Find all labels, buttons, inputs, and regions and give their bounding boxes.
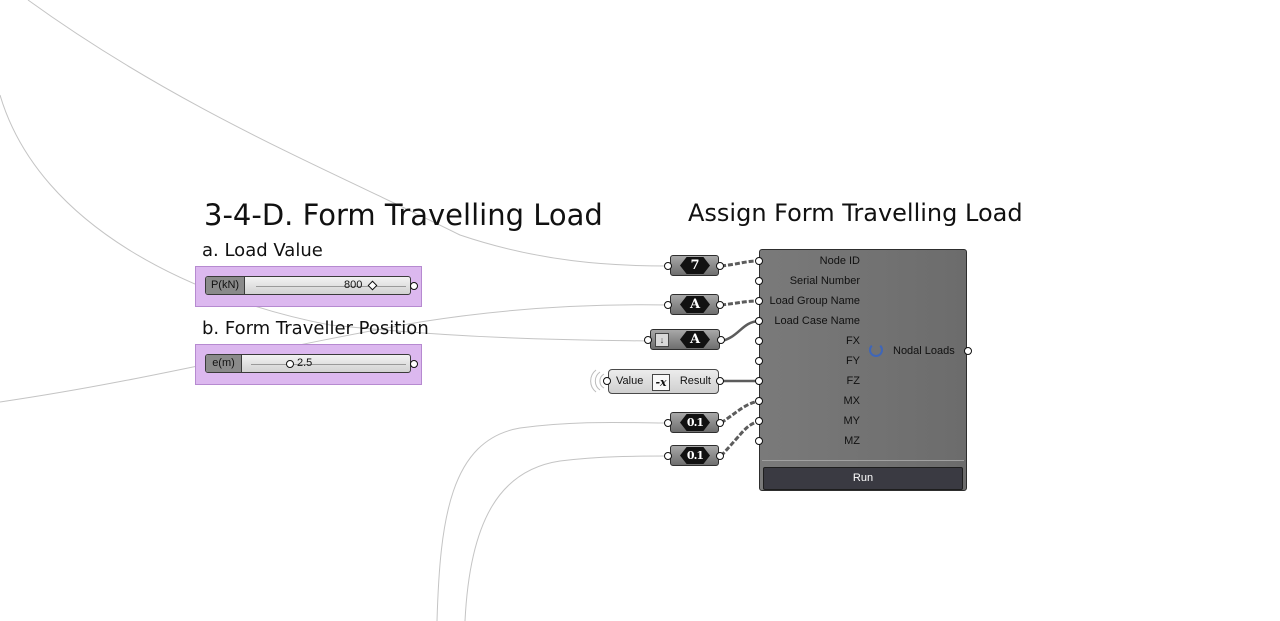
- output-port[interactable]: [716, 419, 724, 427]
- input-port[interactable]: [755, 257, 763, 265]
- input-label-fx: FX: [845, 335, 860, 347]
- output-port[interactable]: [716, 262, 724, 270]
- function-x-icon: -x: [652, 374, 670, 391]
- position-slider-value: 2.5: [297, 357, 313, 369]
- input-label-node-id: Node ID: [819, 255, 860, 267]
- slider-track: [256, 286, 406, 287]
- load-slider-value: 800: [344, 279, 363, 291]
- input-port[interactable]: [603, 377, 611, 385]
- wire-stub: [599, 373, 605, 389]
- position-slider[interactable]: e(m) 2.5: [205, 354, 411, 373]
- input-port[interactable]: [755, 337, 763, 345]
- wire-dashed: [720, 299, 760, 307]
- load-case-param[interactable]: ↓ A: [650, 329, 720, 350]
- input-port[interactable]: [755, 357, 763, 365]
- wire-stub: [590, 369, 597, 393]
- wire-curve: [0, 304, 670, 403]
- number-param-icon: 0.1: [680, 414, 710, 431]
- expression-input-label: Value: [616, 375, 644, 387]
- load-slider-label: P(kN): [206, 277, 245, 294]
- text-param-icon: A: [680, 296, 710, 313]
- divider: [762, 460, 964, 461]
- output-label-nodal-loads: Nodal Loads: [893, 345, 955, 357]
- assign-load-component[interactable]: Node ID Serial Number Load Group Name Lo…: [759, 249, 967, 491]
- position-slider-label: e(m): [206, 355, 242, 372]
- assign-title: Assign Form Travelling Load: [688, 199, 1023, 227]
- download-arrow-icon: ↓: [655, 333, 669, 347]
- input-port[interactable]: [664, 419, 672, 427]
- wire-dashed: [720, 259, 760, 268]
- wire-curve: [27, 0, 669, 267]
- input-port[interactable]: [755, 317, 763, 325]
- input-port[interactable]: [755, 397, 763, 405]
- run-button[interactable]: Run: [763, 467, 963, 490]
- wire-solid: [721, 319, 760, 343]
- input-label-my: MY: [843, 415, 861, 427]
- output-port[interactable]: [964, 347, 972, 355]
- wire-curve: [0, 94, 651, 342]
- wire-dashed: [720, 399, 760, 425]
- wire-stub: [594, 371, 601, 391]
- load-slider[interactable]: P(kN) 800: [205, 276, 411, 295]
- load-value-label: a. Load Value: [202, 240, 323, 261]
- node-id-param[interactable]: 7: [670, 255, 719, 276]
- wire-dashed: [719, 419, 760, 458]
- my-param[interactable]: 0.1: [670, 412, 719, 433]
- output-port[interactable]: [716, 301, 724, 309]
- input-label-fz: FZ: [846, 375, 860, 387]
- output-port[interactable]: [717, 336, 725, 344]
- number-param-icon: 0.1: [680, 447, 710, 464]
- expression-output-label: Result: [679, 375, 711, 387]
- input-port[interactable]: [664, 301, 672, 309]
- output-port[interactable]: [410, 282, 418, 290]
- wire-curve: [464, 455, 670, 621]
- input-port[interactable]: [755, 437, 763, 445]
- input-port[interactable]: [644, 336, 652, 344]
- canvas-title: 3-4-D. Form Travelling Load: [204, 198, 603, 232]
- slider-track: [251, 364, 406, 365]
- input-label-load-group: Load Group Name: [769, 295, 861, 307]
- input-port[interactable]: [664, 262, 672, 270]
- input-label-mx: MX: [843, 395, 861, 407]
- input-port[interactable]: [755, 377, 763, 385]
- input-label-serial-number: Serial Number: [789, 275, 860, 287]
- input-label-fy: FY: [845, 355, 860, 367]
- mz-param[interactable]: 0.1: [670, 445, 719, 466]
- output-port[interactable]: [716, 452, 724, 460]
- input-label-mz: MZ: [844, 435, 860, 447]
- output-port[interactable]: [716, 377, 724, 385]
- input-port[interactable]: [664, 452, 672, 460]
- expression-node[interactable]: Value -x Result: [608, 369, 719, 394]
- input-port[interactable]: [755, 277, 763, 285]
- wire-curve: [436, 421, 670, 621]
- slider-handle[interactable]: [367, 280, 378, 291]
- load-group-param[interactable]: A: [670, 294, 719, 315]
- input-port[interactable]: [755, 417, 763, 425]
- traveller-position-label: b. Form Traveller Position: [202, 318, 429, 339]
- refresh-icon: [869, 343, 883, 357]
- input-label-load-case: Load Case Name: [774, 315, 860, 327]
- text-param-icon: A: [680, 331, 710, 348]
- input-port[interactable]: [755, 297, 763, 305]
- slider-handle[interactable]: [286, 360, 294, 368]
- output-port[interactable]: [410, 360, 418, 368]
- integer-param-icon: 7: [680, 257, 710, 274]
